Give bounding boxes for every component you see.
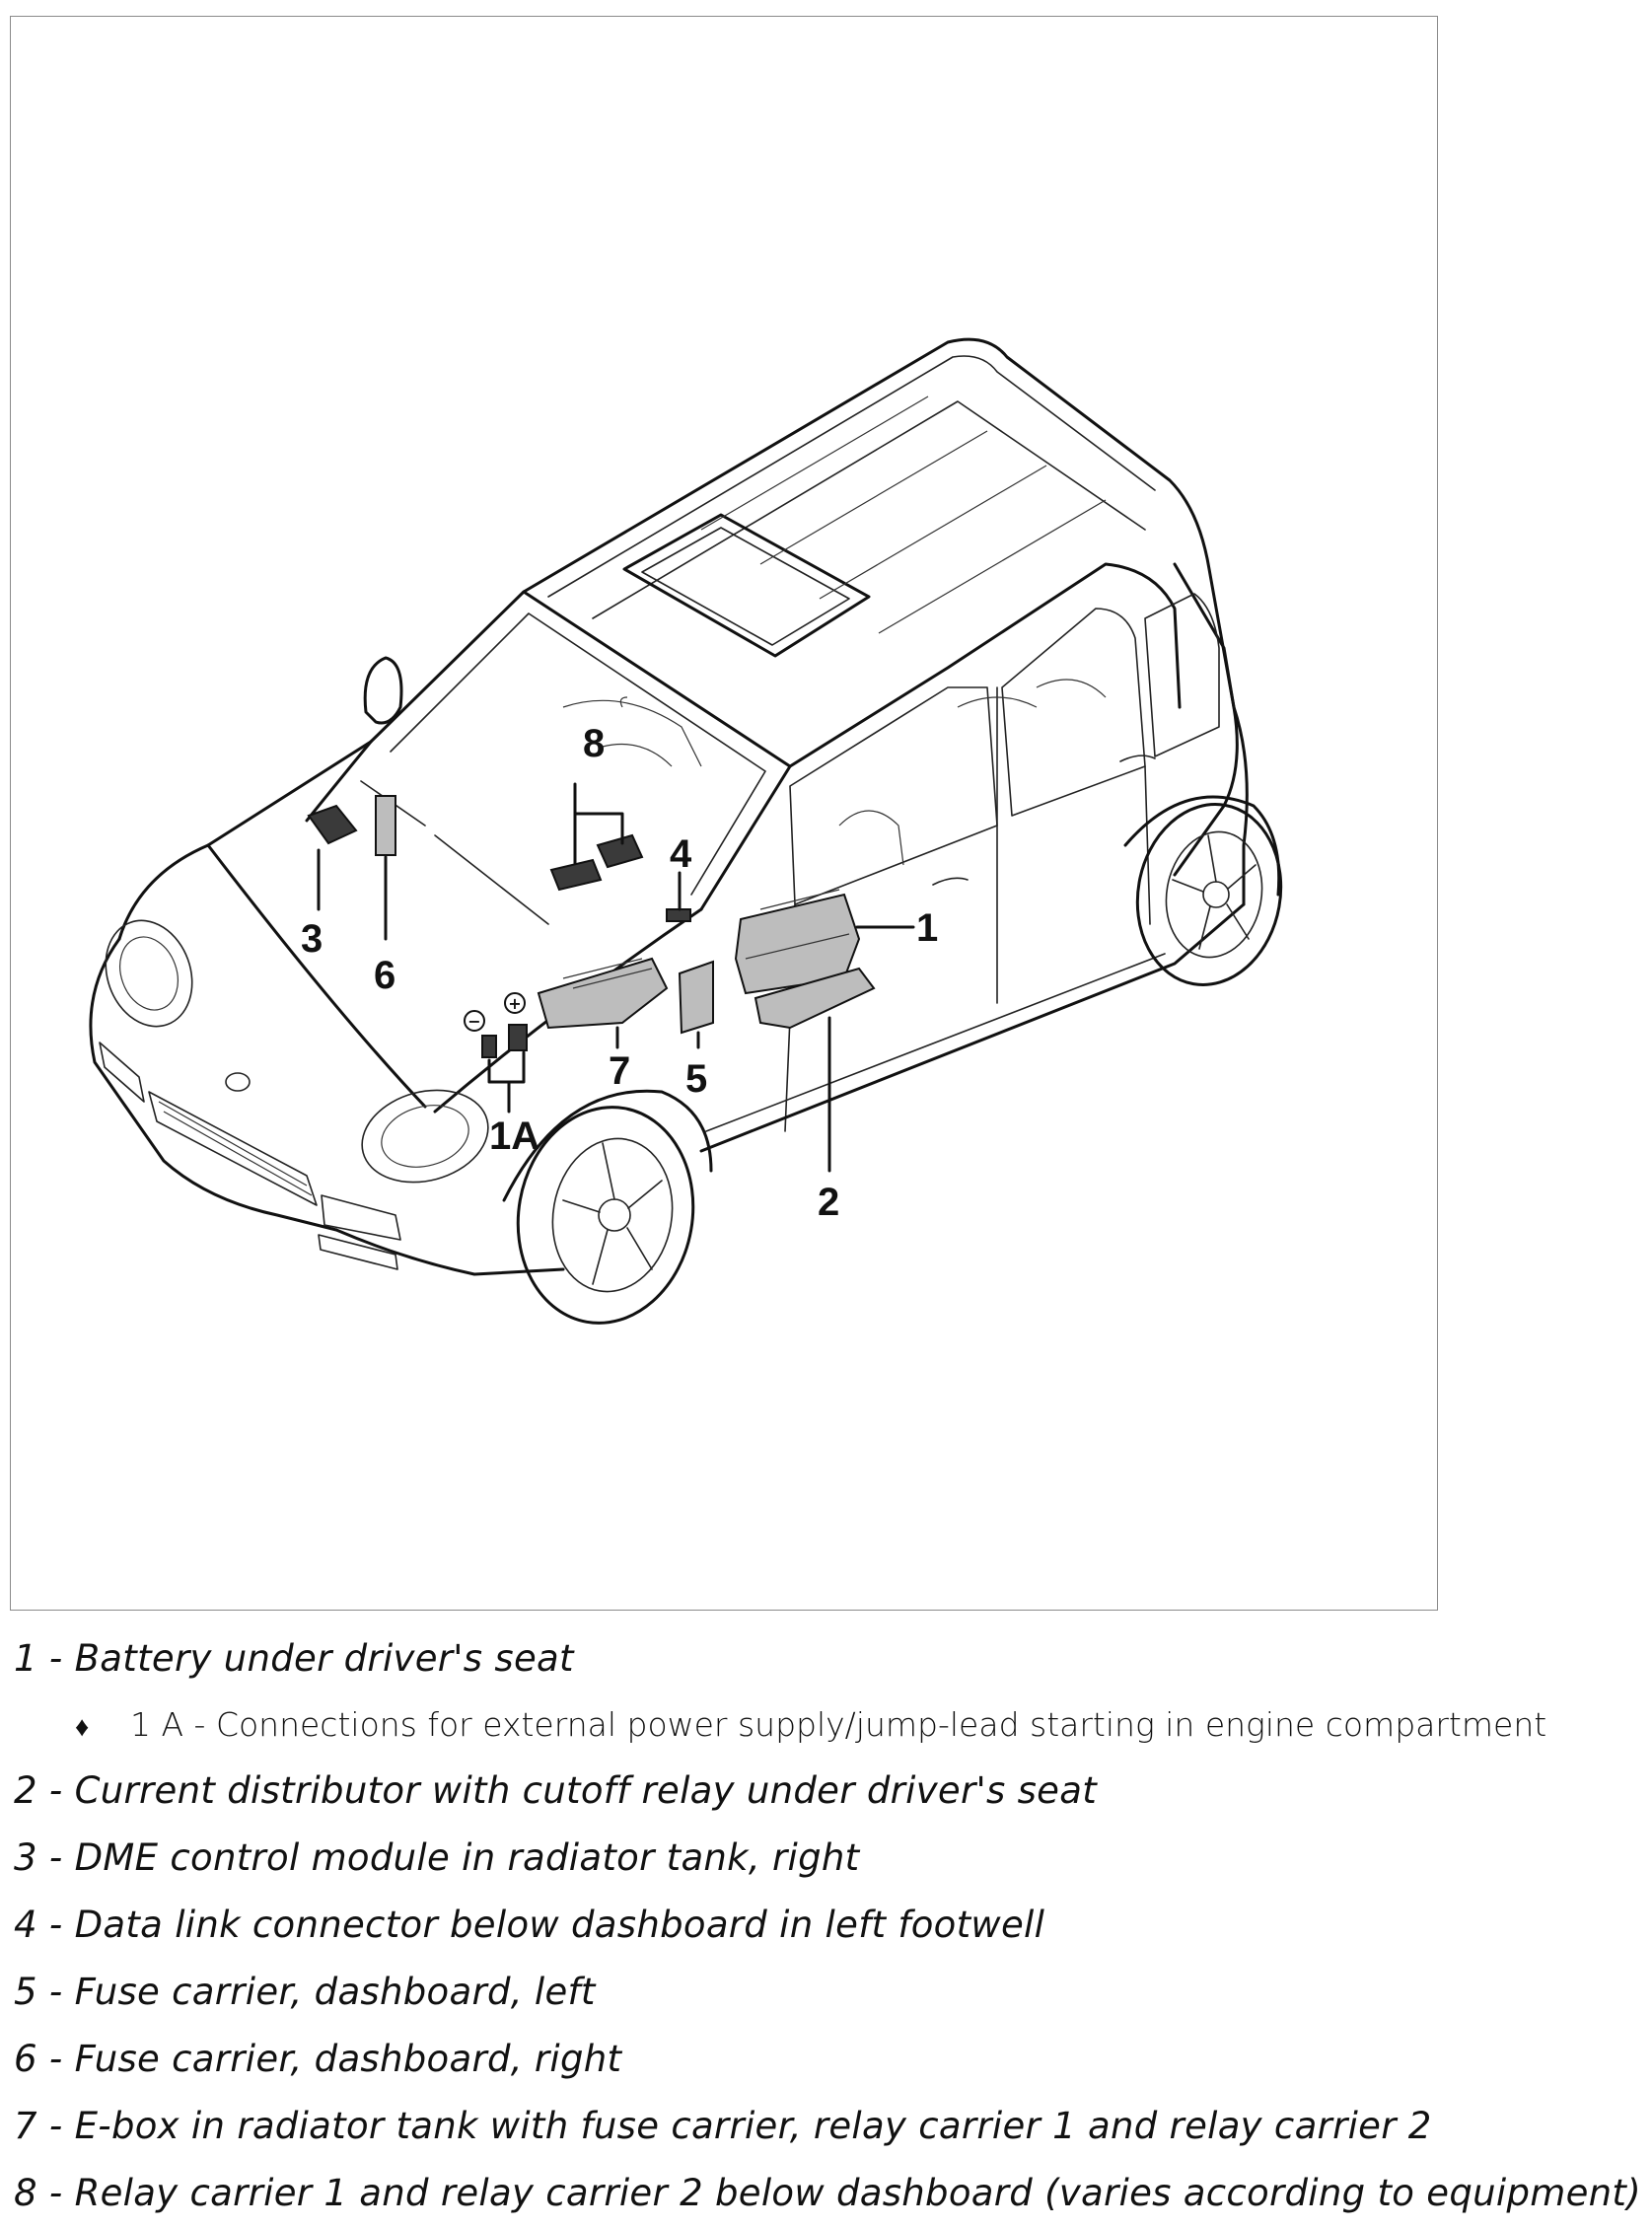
callout-2: 2 <box>818 1181 839 1224</box>
legend-item-3: 3 - DME control module in radiator tank,… <box>14 1836 860 1879</box>
legend-item-5: 5 - Fuse carrier, dashboard, left <box>14 1971 596 2013</box>
legend-item-4: 4 - Data link connector below dashboard … <box>14 1904 1045 1946</box>
plus-sign: + <box>508 994 521 1013</box>
legend: 1 - Battery under driver's seat ♦ 1 A - C… <box>14 1625 1641 2227</box>
data-link-connector-part <box>666 908 691 922</box>
callout-8: 8 <box>583 722 605 765</box>
callout-3: 3 <box>301 917 323 961</box>
legend-item-1: 1 - Battery under driver's seat <box>14 1637 574 1680</box>
minus-marker <box>464 1010 485 1032</box>
relay-carrier-2-part <box>596 833 644 869</box>
e-box-part <box>537 957 669 1030</box>
jump-terminal-negative <box>481 1035 497 1058</box>
legend-item-8: 8 - Relay carrier 1 and relay carrier 2 … <box>14 2172 1641 2214</box>
relay-carrier-1-part <box>549 858 603 892</box>
fuse-carrier-left-part <box>678 960 714 1035</box>
minus-sign: − <box>467 1012 480 1031</box>
callout-1a: 1A <box>489 1114 539 1158</box>
car-body-outline <box>89 337 1283 1325</box>
dme-module-part <box>307 804 358 845</box>
callout-4: 4 <box>670 832 692 876</box>
callout-1: 1 <box>916 906 938 950</box>
figure-frame: 3 6 8 4 1 7 5 2 1A − + <box>10 16 1438 1611</box>
legend-item-7: 7 - E-box in radiator tank with fuse car… <box>14 2105 1432 2147</box>
current-distributor-part <box>754 967 876 1030</box>
components <box>307 795 876 1058</box>
legend-subitem-1a: ♦ 1 A - Connections for external power su… <box>14 1692 1641 1758</box>
legend-item-6: 6 - Fuse carrier, dashboard, right <box>14 2038 622 2080</box>
diamond-bullet-icon: ♦ <box>75 1710 90 1743</box>
fuse-carrier-right-part <box>375 795 396 856</box>
vehicle-diagram: 3 6 8 4 1 7 5 2 1A − + <box>89 337 1283 1325</box>
callout-5: 5 <box>685 1057 707 1101</box>
callout-6: 6 <box>374 954 395 997</box>
legend-item-2: 2 - Current distributor with cutoff rela… <box>14 1769 1098 1812</box>
legend-subitem-text: 1 A - Connections for external power sup… <box>130 1705 1547 1744</box>
callout-7: 7 <box>609 1049 630 1093</box>
leader-lines <box>317 782 915 1173</box>
plus-marker <box>504 992 526 1014</box>
jump-terminal-positive <box>508 1024 528 1051</box>
callouts: 3 6 8 4 1 7 5 2 1A − + <box>301 722 938 1224</box>
